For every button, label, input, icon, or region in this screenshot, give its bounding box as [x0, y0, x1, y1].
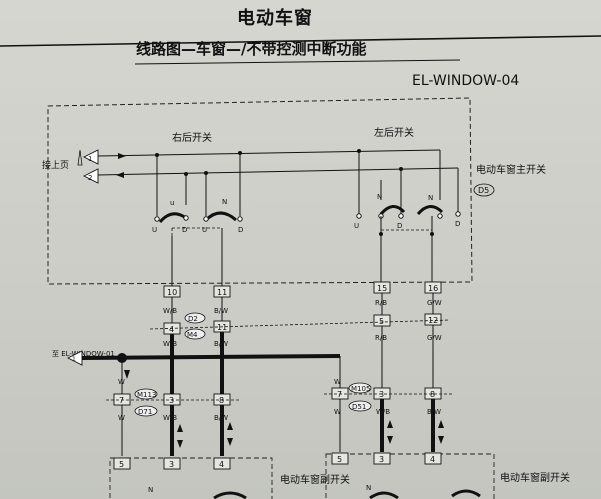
sub-switch-box-right [109, 457, 273, 499]
main-switch-box [47, 97, 473, 285]
connector-code: M105 [351, 385, 370, 393]
pin-5: 5 [337, 455, 342, 464]
pin-5: 5 [379, 317, 384, 326]
wire-color: W [118, 378, 125, 386]
wire-color: G/W [427, 299, 442, 307]
switch-label: U [354, 222, 359, 230]
main-switch-label: 电动车窗主开关 [476, 163, 546, 176]
sub-switch-box-left [325, 453, 495, 499]
rl-switch-label: 左后开关 [374, 126, 414, 139]
reference-label: 至 EL-WINDOW-01 [52, 350, 115, 358]
sub-switch-label-left: 电动车窗副开关 [500, 471, 570, 484]
bracket-icon [77, 149, 83, 166]
pin-15: 15 [377, 284, 387, 293]
rr-switch-label: 右后开关 [172, 131, 212, 144]
sub-switch-label-right: 电动车窗副开关 [280, 473, 350, 486]
pin-7: 7 [119, 396, 124, 405]
diagram-code: EL-WINDOW-04 [412, 73, 520, 89]
header-rule [0, 35, 601, 47]
pin-3: 3 [169, 460, 174, 469]
pin-7: 7 [337, 390, 342, 399]
terminal-2: 2 [88, 174, 92, 182]
diagram-subtitle: 线路图—车窗—/不带控测中断功能 [136, 40, 367, 58]
wire-color: W [334, 408, 341, 416]
pin-3: 3 [379, 390, 384, 399]
switch-label: N [428, 194, 433, 202]
wire-color: W [334, 378, 341, 386]
switch-contact [379, 205, 406, 216]
wire-color: G/W [427, 334, 442, 342]
wire-color: B/W [214, 307, 228, 315]
main-code-ring [473, 183, 495, 197]
pin-5: 5 [119, 460, 124, 469]
terminal-1: 1 [88, 155, 92, 163]
switch-contact [204, 211, 237, 222]
switch-label: N [366, 484, 371, 492]
pin-8: 8 [430, 390, 435, 399]
pin-11: 11 [217, 323, 227, 332]
connector-code: D2 [188, 315, 198, 323]
connector-dash [149, 319, 451, 330]
switch-contact [416, 205, 444, 216]
switch-contact [158, 212, 187, 224]
switch-label: N [222, 198, 227, 206]
switch-label: N [377, 193, 382, 201]
switch-label: U [202, 226, 207, 234]
subtitle-underline [134, 59, 461, 65]
terminal-1: 1 [72, 356, 76, 363]
wire-color: R/B [375, 299, 387, 307]
pin-16: 16 [428, 284, 438, 293]
pin-11: 11 [217, 288, 227, 297]
switch-label: D [182, 226, 187, 234]
connector-code: D51 [352, 403, 366, 411]
connector-code: M4 [187, 331, 198, 339]
wire-color: R/B [375, 334, 387, 342]
connector-code: D71 [138, 408, 152, 416]
pin-4: 4 [169, 325, 174, 334]
terminal-triangle-icon [82, 149, 99, 165]
switch-label: U [152, 226, 157, 234]
switch-label: D [238, 226, 243, 234]
pin-4: 4 [219, 460, 224, 469]
switch-label: N [148, 486, 153, 494]
terminal-triangle-icon [82, 168, 99, 184]
wire-color: W/B [163, 307, 177, 315]
pin-3: 3 [169, 396, 174, 405]
pin-8: 8 [219, 396, 224, 405]
terminal-triangle-icon [66, 350, 83, 366]
connect-top-label: 接上页 [42, 159, 69, 171]
pin-4: 4 [430, 455, 435, 464]
connector-code: M113 [137, 391, 156, 399]
arrow-icon [124, 370, 130, 379]
main-code: D5 [478, 186, 489, 195]
switch-label: D [455, 220, 460, 228]
arrow-icon [118, 153, 126, 159]
switch-label: D [397, 222, 402, 230]
page-title: 电动车窗 [237, 8, 313, 29]
pin-3: 3 [379, 455, 384, 464]
arrow-icon [116, 172, 124, 178]
pin-12: 12 [428, 316, 438, 325]
switch-label: u [170, 199, 174, 207]
bus-wire-2 [97, 167, 459, 176]
bus-wire-1 [97, 149, 441, 157]
pin-10: 10 [167, 288, 177, 297]
